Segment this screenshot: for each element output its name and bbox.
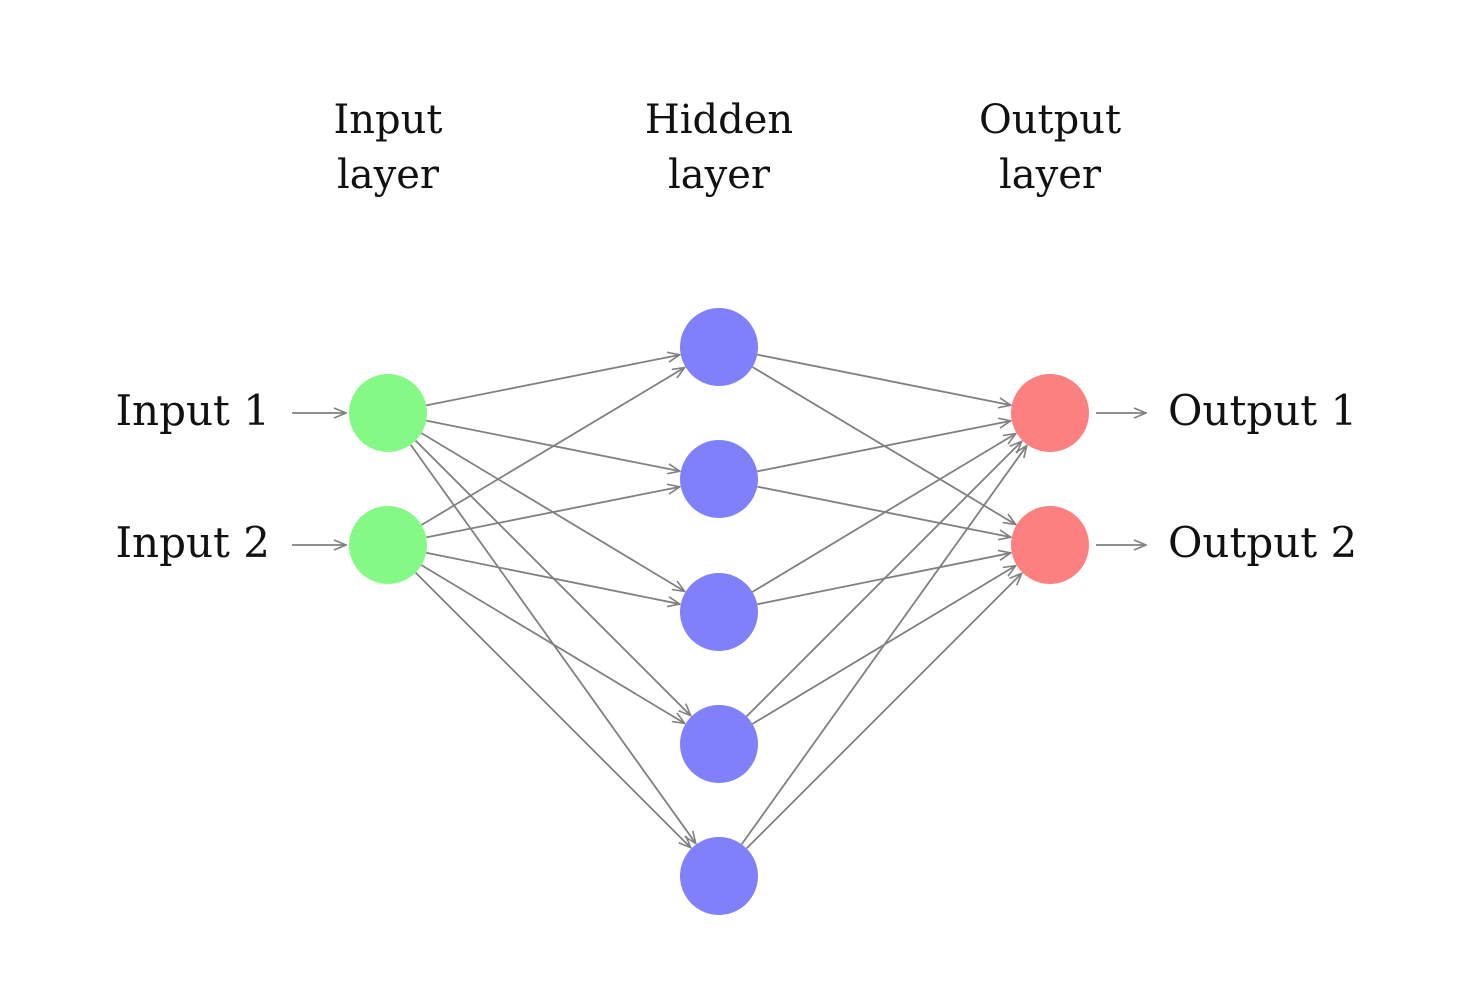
output-layer-title-line1: Output: [979, 97, 1121, 143]
hidden-layer-title-line1: Hidden: [645, 97, 793, 143]
hidden-layer-title-line2: layer: [668, 152, 771, 198]
input-node-1: [349, 374, 427, 452]
output-node-2: [1011, 506, 1089, 584]
output-label-1: Output 1: [1168, 386, 1357, 435]
output-node-1: [1011, 374, 1089, 452]
edges: [292, 355, 1146, 849]
input-label-2: Input 2: [115, 518, 270, 567]
edge-input-1-to-hidden-1: [426, 355, 680, 407]
edge-input-2-to-hidden-3: [426, 551, 680, 604]
hidden-node-1: [680, 308, 758, 386]
input-node-2: [349, 506, 427, 584]
layer-titles: Input layer Hidden layer Output layer: [333, 97, 1121, 198]
io-labels: Input 1 Input 2 Output 1 Output 2: [115, 386, 1357, 567]
hidden-node-2: [680, 440, 758, 518]
edge-input-2-to-hidden-2: [426, 487, 680, 539]
edge-hidden-5-to-output-1: [740, 446, 1027, 845]
edge-hidden-3-to-output-1: [751, 434, 1015, 593]
input-layer-title-line2: layer: [337, 152, 440, 198]
nodes: [349, 308, 1089, 915]
hidden-node-5: [680, 837, 758, 915]
edge-input-2-to-hidden-1: [421, 368, 684, 526]
input-label-1: Input 1: [115, 386, 270, 435]
edge-hidden-4-to-output-1: [745, 441, 1022, 718]
edge-hidden-2-to-output-1: [757, 421, 1011, 473]
edge-input-2-to-hidden-4: [420, 564, 684, 723]
output-label-2: Output 2: [1168, 518, 1357, 567]
edge-hidden-5-to-output-2: [745, 573, 1022, 850]
output-layer-title-line2: layer: [999, 152, 1102, 198]
edge-input-2-to-hidden-5: [414, 571, 691, 848]
hidden-node-4: [680, 705, 758, 783]
input-layer-title-line1: Input: [333, 97, 442, 143]
edge-hidden-1-to-output-1: [757, 353, 1011, 406]
hidden-node-3: [680, 573, 758, 651]
